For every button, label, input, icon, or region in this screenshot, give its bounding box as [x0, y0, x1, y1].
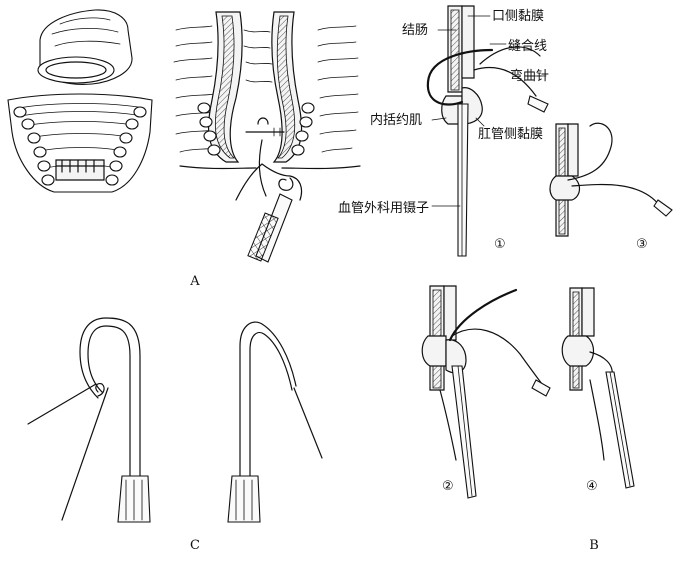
label-internal-sphincter: 内括约肌 [370, 112, 422, 128]
label-anal-mucosa: 肛管侧黏膜 [478, 126, 543, 142]
panel-label-c: C [190, 538, 200, 553]
label-oral-mucosa: 口侧黏膜 [492, 8, 544, 24]
panel-a-right-illustration [173, 11, 361, 263]
step-number-1: ① [494, 237, 506, 252]
step-number-4: ④ [586, 479, 598, 494]
panel-b-step4-illustration [561, 287, 635, 489]
step-number-3: ③ [636, 237, 648, 252]
panel-c-illustration [27, 317, 323, 523]
panel-a-left-illustration [7, 9, 153, 193]
label-vascular-forceps: 血管外科用镊子 [338, 201, 429, 216]
label-suture: 缝合线 [508, 39, 547, 54]
label-colon: 结肠 [402, 23, 428, 38]
panel-label-a: A [189, 274, 200, 289]
panel-b-step1-illustration [426, 5, 549, 257]
panel-label-b: B [589, 538, 599, 553]
label-curved-needle: 弯曲针 [510, 68, 549, 84]
panel-b-step3-illustration [549, 122, 673, 237]
step-number-2: ② [442, 479, 454, 494]
panel-b-step2-illustration [421, 285, 551, 499]
